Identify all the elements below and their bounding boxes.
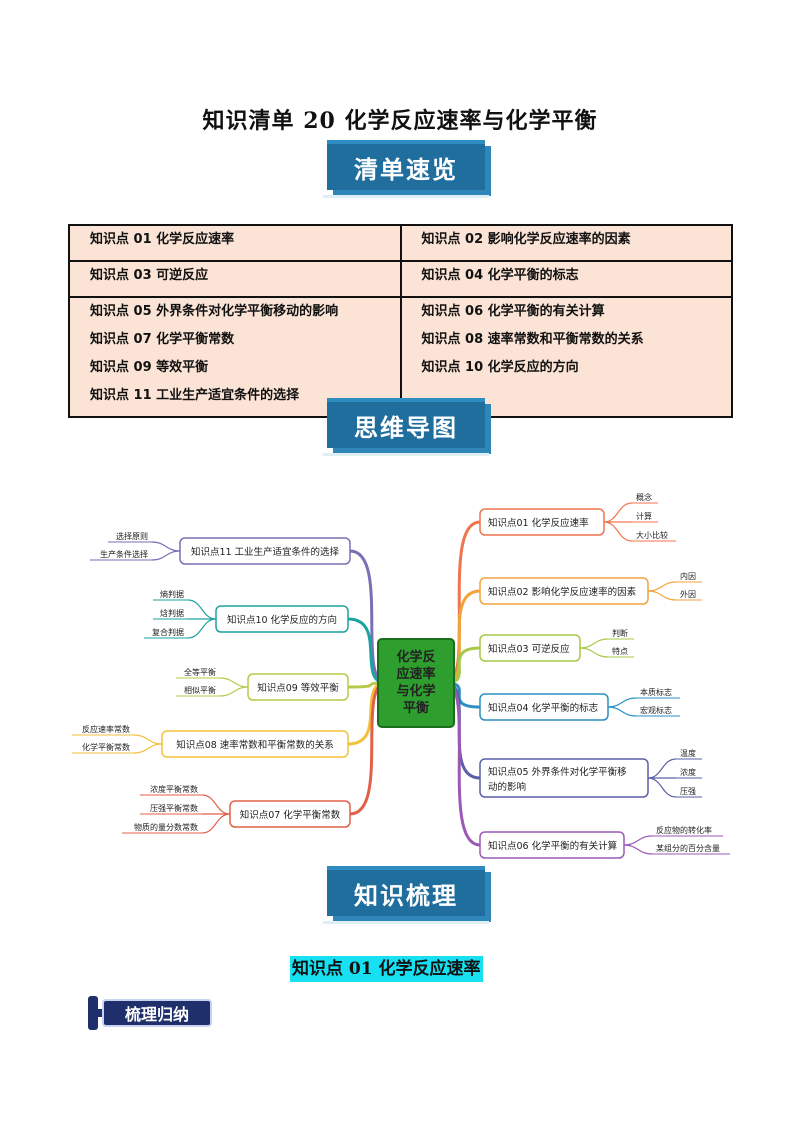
leaf-line (151, 541, 181, 552)
topic-label: 知识点05 外界条件对化学平衡移 (488, 766, 627, 778)
leaf-label: 浓度平衡常数 (150, 784, 198, 794)
topic-label: 知识点11 工业生产适宜条件的选择 (191, 546, 340, 558)
toc-item: 知识点 10 化学反应的方向 (421, 360, 579, 375)
mindmap-banner-label: 思维导图 (354, 413, 458, 442)
leaf-line (647, 758, 677, 779)
leaf-label: 熵判据 (160, 589, 184, 599)
section-badge: 梳理归纳 (88, 996, 212, 1030)
toc-item: 知识点 09 等效平衡 (90, 360, 209, 375)
toc-table: 知识点 01 化学反应速率 知识点 02 影响化学反应速率的因素 知识点 03 … (68, 224, 733, 418)
center-node (377, 638, 455, 728)
section-badge-label: 梳理归纳 (102, 999, 212, 1027)
leaf-line (623, 835, 653, 846)
review-banner-label: 知识梳理 (354, 881, 458, 910)
leaf-line (603, 521, 633, 542)
leaf-label: 反应物的转化率 (656, 825, 712, 835)
leaf-label: 生产条件选择 (100, 549, 148, 559)
leaf-line (647, 590, 677, 601)
leaf-label: 本质标志 (640, 687, 672, 697)
leaf-line (187, 599, 217, 620)
leaf-line (607, 697, 637, 708)
topic-label: 知识点03 可逆反应 (488, 643, 570, 655)
leaf-label: 判断 (612, 628, 628, 638)
topic-label: 知识点10 化学反应的方向 (227, 614, 337, 626)
toc-item: 知识点 11 工业生产适宜条件的选择 (90, 388, 300, 403)
leaf-line (647, 581, 677, 592)
leaf-label: 压强平衡常数 (150, 803, 198, 813)
center-label: 应速率 (396, 666, 435, 682)
overview-banner-label: 清单速览 (354, 155, 458, 184)
leaf-line (219, 677, 249, 688)
toc-item: 知识点 04 化学平衡的标志 (421, 268, 579, 283)
leaf-line (201, 794, 231, 815)
document-title: 知识清单 20 化学反应速率与化学平衡 (202, 108, 598, 134)
toc-item: 知识点 06 化学平衡的有关计算 (421, 304, 605, 319)
leaf-line (133, 743, 163, 754)
leaf-label: 计算 (636, 511, 652, 521)
leaf-line (579, 647, 609, 658)
leaf-label: 复合判据 (152, 627, 184, 637)
topic-label: 知识点09 等效平衡 (257, 682, 339, 694)
leaf-line (219, 686, 249, 697)
toc-item: 知识点 05 外界条件对化学平衡移动的影响 (90, 304, 339, 319)
leaf-label: 概念 (636, 492, 652, 502)
topic-label: 知识点08 速率常数和平衡常数的关系 (176, 739, 334, 751)
leaf-line (187, 618, 217, 639)
topic-label: 知识点02 影响化学反应速率的因素 (488, 586, 637, 598)
leaf-label: 反应速率常数 (82, 724, 130, 734)
leaf-label: 某组分的百分含量 (656, 843, 720, 853)
leaf-line (603, 502, 633, 523)
topic-label: 知识点01 化学反应速率 (488, 517, 589, 529)
leaf-label: 浓度 (680, 767, 696, 777)
leaf-label: 外因 (680, 589, 696, 599)
leaf-label: 温度 (680, 748, 696, 758)
leaf-label: 宏观标志 (640, 705, 672, 715)
center-label: 平衡 (403, 700, 429, 716)
leaf-label: 选择原则 (116, 531, 148, 541)
toc-item: 知识点 01 化学反应速率 (90, 232, 235, 247)
badge-bar (88, 996, 98, 1030)
center-label: 化学反 (396, 649, 435, 665)
topic-label: 动的影响 (488, 781, 526, 793)
leaf-label: 化学平衡常数 (82, 742, 130, 752)
toc-item: 知识点 02 影响化学反应速率的因素 (421, 232, 631, 247)
leaf-line (607, 706, 637, 717)
leaf-line (579, 638, 609, 649)
badge-connector (96, 1009, 104, 1017)
leaf-label: 物质的量分数常数 (134, 822, 198, 832)
leaf-label: 全等平衡 (184, 667, 216, 677)
leaf-label: 相似平衡 (184, 685, 216, 695)
leaf-line (133, 734, 163, 745)
toc-item: 知识点 03 可逆反应 (90, 268, 209, 283)
mindmap-banner: 思维导图 (323, 398, 489, 456)
review-banner: 知识梳理 (323, 866, 489, 924)
overview-banner: 清单速览 (323, 140, 489, 198)
leaf-label: 大小比较 (636, 530, 668, 540)
toc-item: 知识点 07 化学平衡常数 (90, 332, 235, 347)
leaf-label: 特点 (612, 646, 628, 656)
topic-label: 知识点07 化学平衡常数 (240, 809, 341, 821)
knowledge-point-title: 知识点 01 化学反应速率 (290, 956, 483, 982)
leaf-line (201, 813, 231, 834)
leaf-line (151, 550, 181, 561)
leaf-label: 压强 (680, 787, 696, 796)
toc-item: 知识点 08 速率常数和平衡常数的关系 (421, 332, 644, 347)
leaf-line (623, 844, 653, 855)
leaf-line (647, 777, 677, 798)
leaf-label: 内因 (680, 571, 696, 581)
topic-label: 知识点06 化学平衡的有关计算 (488, 840, 617, 852)
center-label: 与化学 (396, 683, 435, 699)
topic-label: 知识点04 化学平衡的标志 (488, 702, 598, 714)
leaf-label: 焓判据 (160, 608, 184, 618)
